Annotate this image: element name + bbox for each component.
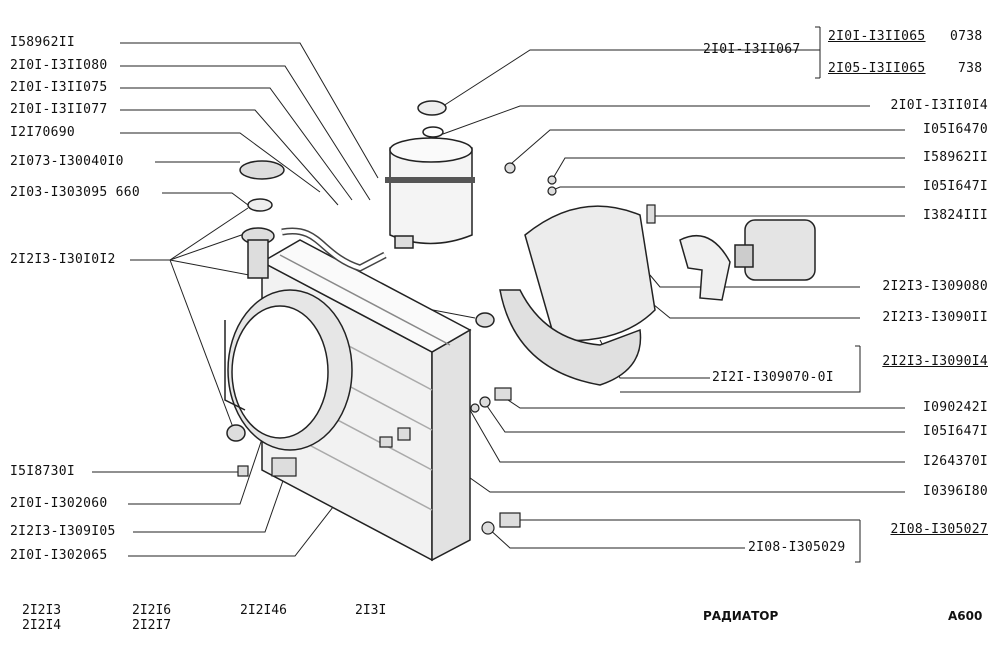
part-label-left[interactable]: 2I0I-I3II080 xyxy=(10,58,108,73)
leader-line xyxy=(120,65,371,201)
part-label-left[interactable]: I58962II xyxy=(10,35,76,50)
part-label-right[interactable]: I3824III xyxy=(922,208,988,223)
part-label-left[interactable]: I5I8730I xyxy=(10,464,76,479)
part-label-left[interactable]: I2I70690 xyxy=(10,125,76,140)
part-label-right[interactable]: 2I0I-I3II0I4 xyxy=(890,98,988,113)
fan-motor xyxy=(734,219,816,281)
bracket xyxy=(855,520,861,563)
leader-line xyxy=(169,207,249,261)
diagram-title: РАДИАТОР xyxy=(703,609,779,623)
model-code: 2I2I46 xyxy=(240,603,287,618)
leader-line xyxy=(649,274,860,288)
bracket xyxy=(815,26,820,79)
leader-line xyxy=(469,409,905,463)
filler-seal xyxy=(247,198,273,212)
bracket xyxy=(620,346,861,393)
plug xyxy=(475,312,495,328)
shroud-assembly-label[interactable]: 2I2I3-I3090I4 xyxy=(882,354,988,369)
small-hardware xyxy=(237,162,656,535)
leader-line xyxy=(169,231,251,261)
leader-line xyxy=(120,42,379,179)
part-label-right[interactable]: I05I647I xyxy=(922,424,988,439)
leader-line xyxy=(484,402,905,433)
sensor-assembly-label[interactable]: 2I08-I305027 xyxy=(890,522,988,537)
model-code: 2I2I3 xyxy=(22,603,62,618)
reservoir-part-2[interactable]: 2I05-I3II065 xyxy=(828,61,926,76)
leader-line xyxy=(511,129,905,164)
model-code: 2I2I6 xyxy=(132,603,172,618)
part-label-right[interactable]: 2I2I3-I309080 xyxy=(882,279,988,294)
leader-line xyxy=(651,211,905,217)
leader-line xyxy=(169,259,235,431)
leader-line xyxy=(504,397,905,409)
leader-line xyxy=(487,527,745,549)
leader-line xyxy=(133,474,286,533)
fan-casing xyxy=(499,205,656,386)
part-label-left[interactable]: 2I073-I30040I0 xyxy=(10,154,124,169)
part-label-left[interactable]: 2I03-I303095 660 xyxy=(10,185,141,200)
tank-cap xyxy=(417,100,447,116)
part-label-left[interactable]: 2I2I3-I309I05 xyxy=(10,524,116,539)
fan-shroud xyxy=(224,289,353,451)
reservoir-part-1[interactable]: 2I0I-I3II065 xyxy=(828,29,926,44)
model-code: 2I3I xyxy=(355,603,387,618)
model-code: 2I2I4 xyxy=(22,618,62,633)
mounting-bracket xyxy=(679,235,731,301)
tank-outlet xyxy=(394,235,414,249)
part-label-left[interactable]: 2I0I-I3II077 xyxy=(10,102,108,117)
tank-cap-seal xyxy=(422,126,444,138)
drain-plug xyxy=(226,424,246,442)
reservoir-code-1: 0738 xyxy=(950,29,983,44)
part-label-right[interactable]: I090242I xyxy=(922,400,988,415)
part-label-right[interactable]: 2I08-I305029 xyxy=(748,540,846,555)
radiator-cap xyxy=(239,160,285,180)
leader-line xyxy=(120,87,353,201)
part-label-right[interactable]: I58962II xyxy=(922,150,988,165)
part-label-right[interactable]: I05I6470 xyxy=(922,122,988,137)
part-label-right[interactable]: I05I647I xyxy=(922,179,988,194)
model-code: 2I2I7 xyxy=(132,618,172,633)
part-label-left[interactable]: 2I0I-I302060 xyxy=(10,496,108,511)
part-label-right[interactable]: 2I2I3-I3090II xyxy=(882,310,988,325)
leader-line xyxy=(442,105,870,135)
leader-line xyxy=(439,49,820,109)
leader-line xyxy=(552,186,905,191)
part-label-right[interactable]: 2I0I-I3II067 xyxy=(703,42,801,57)
leader-line xyxy=(120,132,321,193)
part-label-right[interactable]: I264370I xyxy=(922,454,988,469)
leader-line xyxy=(162,192,253,209)
leader-line xyxy=(551,157,905,181)
part-label-left[interactable]: 2I0I-I3II075 xyxy=(10,80,108,95)
leader-line xyxy=(128,429,266,505)
leader-line xyxy=(120,109,339,206)
reservoir-code-2: 738 xyxy=(958,61,983,76)
part-label-right[interactable]: I0396I80 xyxy=(922,484,988,499)
part-label-left[interactable]: 2I0I-I302065 xyxy=(10,548,108,563)
part-label-left[interactable]: 2I2I3-I30I0I2 xyxy=(10,252,116,267)
leader-line xyxy=(647,299,860,319)
part-label-right[interactable]: 2I2I-I309070-0I xyxy=(712,370,834,385)
page-number: A600 xyxy=(948,609,983,623)
